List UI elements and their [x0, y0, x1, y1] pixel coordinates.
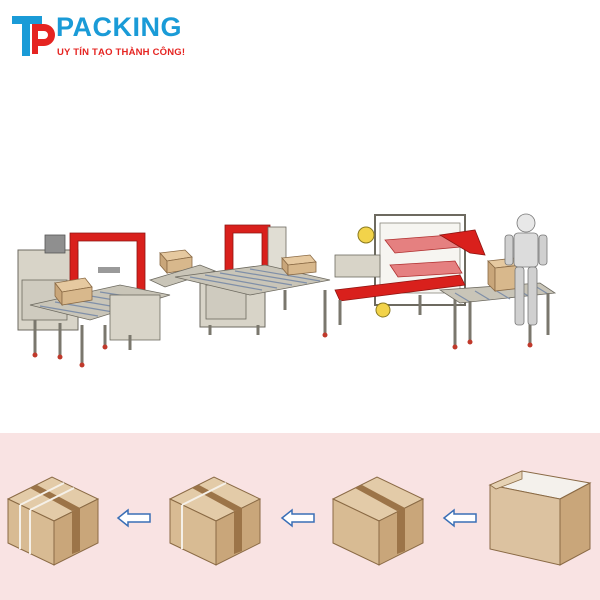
packing-line-illustration: [17, 213, 557, 368]
strapping-machine-left: [17, 232, 217, 368]
tp-monogram-icon: [12, 16, 55, 56]
process-illustration: [6, 470, 592, 566]
taped-box: [331, 476, 425, 566]
strapped-box: [168, 476, 262, 566]
open-box: [488, 470, 592, 566]
robot-operator: [504, 213, 548, 326]
carton-sealer: [334, 214, 486, 350]
brand-slogan: UY TÍN TẠO THÀNH CÔNG!: [57, 47, 186, 58]
arrow-left-icon: [116, 508, 151, 528]
arrow-left-icon: [442, 508, 477, 528]
packing-process-strip: [0, 433, 600, 600]
strapping-machine-middle: [174, 224, 331, 338]
strapped-box-cross: [6, 476, 100, 566]
arrow-left-icon: [280, 508, 315, 528]
brand-name: PACKING: [56, 12, 183, 42]
